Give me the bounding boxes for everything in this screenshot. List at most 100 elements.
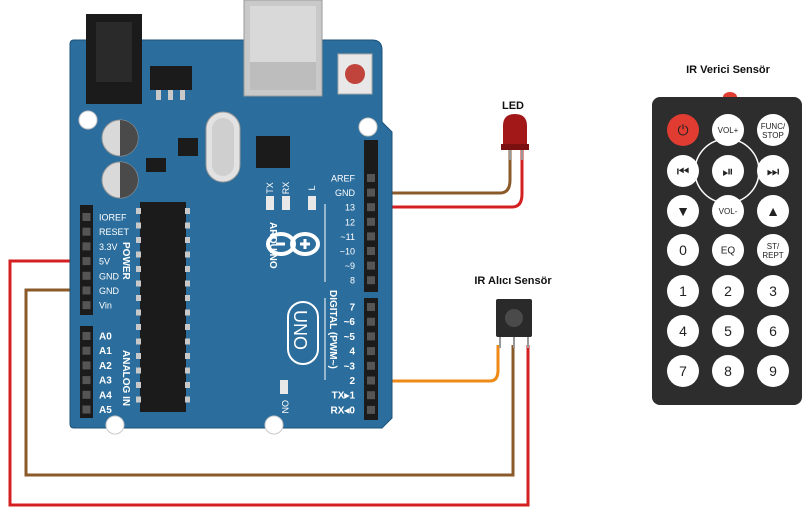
remote-button-label: EQ bbox=[721, 246, 736, 257]
remote-button-label: ⏯ bbox=[722, 163, 733, 179]
remote-button-label: VOL+ bbox=[718, 126, 739, 135]
remote-button[interactable]: ⏻ bbox=[667, 114, 699, 146]
remote-button[interactable]: ⏮ bbox=[667, 155, 699, 187]
remote-button[interactable]: VOL- bbox=[712, 195, 744, 227]
remote-button[interactable]: 4 bbox=[667, 315, 699, 347]
remote-button[interactable]: 3 bbox=[757, 275, 789, 307]
remote-button[interactable]: ST/REPT bbox=[757, 234, 789, 266]
remote-button-label: 6 bbox=[769, 323, 777, 339]
remote-button-label: FUNC/ bbox=[761, 122, 786, 131]
on-label: ON bbox=[280, 400, 290, 414]
remote-button[interactable]: 2 bbox=[712, 275, 744, 307]
header-pin bbox=[82, 301, 91, 310]
pin-label: 8 bbox=[350, 276, 355, 286]
header-pin bbox=[367, 232, 375, 241]
remote-button[interactable]: 5 bbox=[712, 315, 744, 347]
remote-button-label: ▼ bbox=[676, 203, 690, 219]
pin-label: A4 bbox=[99, 390, 112, 401]
header-pin bbox=[82, 213, 91, 221]
pin-label: A2 bbox=[99, 361, 112, 372]
header-pin bbox=[367, 332, 375, 341]
remote-button[interactable]: ⏯ bbox=[712, 155, 744, 187]
remote-button[interactable]: 6 bbox=[757, 315, 789, 347]
pin-label: IOREF bbox=[99, 213, 127, 223]
remote-button[interactable]: VOL+ bbox=[712, 114, 744, 146]
ir-remote: IR Verici Sensör ⏻ VOL+ FUNC/STOP ⏮ ⏯ ⏭ ▼ VOL- ▲… bbox=[652, 64, 802, 405]
led-component: LED bbox=[501, 100, 529, 160]
ir-receiver: IR Alıcı Sensör bbox=[474, 275, 552, 348]
header-pin bbox=[367, 276, 375, 285]
digital-header-bottom bbox=[364, 298, 378, 420]
remote-button[interactable]: 0 bbox=[667, 234, 699, 266]
header-pin bbox=[367, 391, 375, 400]
mount-hole bbox=[78, 110, 98, 130]
wire-led-13-red bbox=[371, 150, 524, 209]
remote-button[interactable]: ▲ bbox=[757, 195, 789, 227]
header-pin bbox=[367, 317, 375, 326]
microcontroller-chip bbox=[140, 202, 186, 412]
mount-hole bbox=[358, 117, 378, 137]
pin-label: A5 bbox=[99, 405, 112, 416]
pin-label: Vin bbox=[99, 301, 112, 311]
remote-button[interactable]: 1 bbox=[667, 275, 699, 307]
remote-button[interactable]: ▼ bbox=[667, 195, 699, 227]
header-pin bbox=[82, 286, 91, 295]
mount-hole bbox=[105, 415, 125, 435]
pin-label: GND bbox=[99, 286, 120, 296]
header-pin bbox=[367, 361, 375, 370]
header-pin bbox=[82, 376, 91, 385]
remote-button-label: ▲ bbox=[766, 203, 780, 219]
pin-label: ~10 bbox=[340, 247, 355, 257]
voltage-regulator bbox=[150, 66, 192, 90]
remote-button[interactable]: 9 bbox=[757, 355, 789, 387]
header-pin bbox=[82, 227, 91, 236]
pin-label: RX◂0 bbox=[331, 405, 356, 416]
remote-button[interactable]: ⏭ bbox=[757, 155, 789, 187]
remote-button-label: 1 bbox=[679, 283, 687, 299]
pin-label: 3.3V bbox=[99, 242, 118, 252]
pin-label: ~3 bbox=[344, 361, 356, 372]
pin-label: A3 bbox=[99, 376, 112, 387]
header-pin bbox=[367, 261, 375, 270]
header-pin bbox=[367, 217, 375, 226]
remote-button-label: ⏻ bbox=[677, 122, 688, 138]
wires bbox=[8, 150, 530, 507]
remote-button-label: 9 bbox=[769, 363, 777, 379]
remote-button-label: 7 bbox=[679, 363, 687, 379]
remote-button[interactable]: EQ bbox=[712, 234, 744, 266]
mount-hole bbox=[264, 415, 284, 435]
remote-button-label: VOL- bbox=[719, 207, 738, 216]
arduino-board: TX RX L ARDUINO UNO ON IOREFRESET3.3V5VG… bbox=[69, 0, 393, 435]
led-label: LED bbox=[502, 100, 524, 112]
power-title: POWER bbox=[120, 242, 131, 281]
header-pin bbox=[82, 332, 91, 340]
remote-button-label: ST/ bbox=[767, 242, 780, 251]
wire-5v-red bbox=[8, 259, 530, 507]
header-pin bbox=[82, 361, 91, 370]
analog-title: ANALOG IN bbox=[120, 350, 131, 406]
header-pin bbox=[82, 242, 91, 251]
header-pin bbox=[82, 271, 91, 280]
arduino-logo bbox=[266, 232, 320, 256]
pin-label: 12 bbox=[345, 217, 355, 227]
remote-button-label: ⏮ bbox=[677, 163, 690, 179]
header-pin bbox=[367, 247, 375, 255]
remote-button-label: 4 bbox=[679, 323, 687, 339]
pin-label: ~5 bbox=[344, 332, 356, 343]
header-pin bbox=[367, 188, 375, 197]
header-pin bbox=[82, 405, 91, 414]
header-pin bbox=[367, 405, 375, 414]
remote-button-label: STOP bbox=[762, 131, 784, 140]
led-label-l: L bbox=[307, 185, 317, 190]
pin-label: 4 bbox=[349, 347, 355, 358]
remote-button[interactable]: 8 bbox=[712, 355, 744, 387]
remote-button-label: 2 bbox=[724, 283, 732, 299]
remote-button[interactable]: FUNC/STOP bbox=[757, 114, 789, 146]
ir-remote-label: IR Verici Sensör bbox=[686, 64, 770, 76]
pin-label: A1 bbox=[99, 346, 112, 357]
header-pin bbox=[367, 347, 375, 356]
pin-label: TX▸1 bbox=[332, 391, 356, 402]
remote-button[interactable]: 7 bbox=[667, 355, 699, 387]
usb-chip bbox=[256, 136, 290, 168]
